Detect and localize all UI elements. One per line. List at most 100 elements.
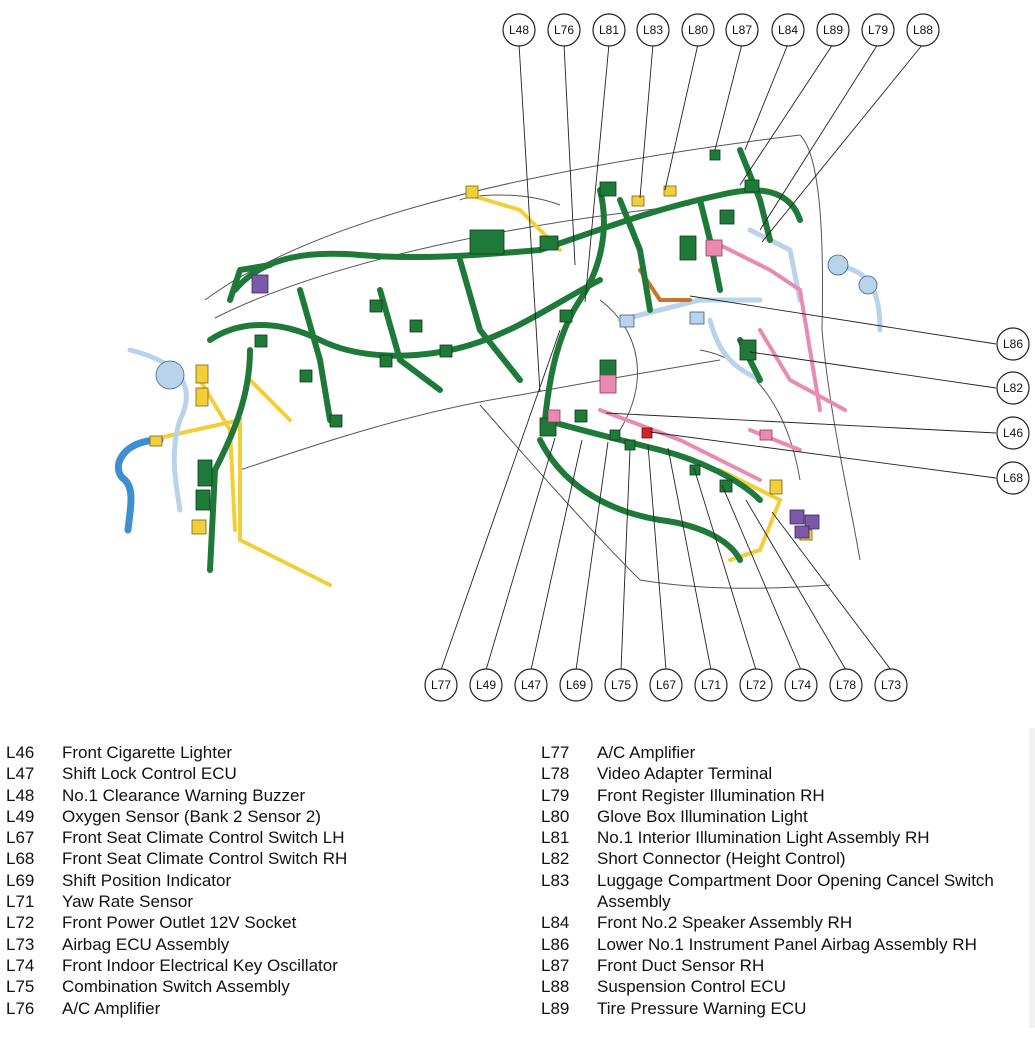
callout-L47: L47 xyxy=(514,668,548,702)
legend-desc: Front Cigarette Lighter xyxy=(62,743,233,762)
pink-harness xyxy=(598,238,847,482)
svg-text:L79: L79 xyxy=(868,23,888,37)
legend-desc: Luggage Compartment Door Opening Cancel … xyxy=(597,870,994,912)
callout-L81: L81 xyxy=(592,13,626,47)
legend-code: L48 xyxy=(6,785,35,805)
svg-text:L49: L49 xyxy=(476,678,496,692)
legend-desc: Front No.2 Speaker Assembly RH xyxy=(597,913,853,933)
callout-L83: L83 xyxy=(636,13,670,47)
legend-code: L83 xyxy=(541,870,570,890)
legend-desc: Front Duct Sensor RH xyxy=(597,955,765,975)
legend-code: L73 xyxy=(6,934,35,954)
legend-row: L83 Luggage Compartment Door Opening Canc… xyxy=(541,870,1031,913)
svg-text:L81: L81 xyxy=(599,23,619,37)
svg-text:L77: L77 xyxy=(431,678,451,692)
legend-row: L89 Tire Pressure Warning ECU xyxy=(541,998,1031,1019)
legend-code: L80 xyxy=(541,806,570,826)
svg-text:L73: L73 xyxy=(881,678,901,692)
legend-code: L74 xyxy=(6,955,35,975)
svg-text:L47: L47 xyxy=(521,678,541,692)
connectors-light-blue xyxy=(155,254,878,390)
legend-code: L78 xyxy=(541,764,570,784)
callout-L74: L74 xyxy=(784,668,818,702)
callout-L67: L67 xyxy=(649,668,683,702)
legend-desc: A/C Amplifier xyxy=(597,743,696,762)
svg-text:L48: L48 xyxy=(509,23,529,37)
legend-code: L72 xyxy=(6,913,35,933)
legend-code: L84 xyxy=(541,913,570,933)
callout-L76: L76 xyxy=(547,13,581,47)
callout-L48: L48 xyxy=(502,13,536,47)
connectors-purple xyxy=(251,274,820,539)
svg-text:L82: L82 xyxy=(1003,381,1023,395)
legend-desc: Yaw Rate Sensor xyxy=(62,892,194,912)
callout-L86: L86 xyxy=(996,327,1030,361)
svg-text:L78: L78 xyxy=(836,678,856,692)
svg-text:L88: L88 xyxy=(913,23,933,37)
svg-text:L72: L72 xyxy=(746,678,766,692)
connectors-red xyxy=(641,427,653,439)
legend-desc: Tire Pressure Warning ECU xyxy=(597,998,807,1018)
legend-desc: No.1 Clearance Warning Buzzer xyxy=(62,785,306,805)
legend-row: L73 Airbag ECU Assembly xyxy=(6,934,476,955)
legend-code: L47 xyxy=(6,764,35,784)
svg-text:L80: L80 xyxy=(688,23,708,37)
svg-text:L84: L84 xyxy=(778,23,798,37)
legend-code: L89 xyxy=(541,998,570,1018)
svg-text:L71: L71 xyxy=(701,678,721,692)
callout-L71: L71 xyxy=(694,668,728,702)
svg-text:L74: L74 xyxy=(791,678,811,692)
legend-desc: Suspension Control ECU xyxy=(597,977,786,997)
callout-L80: L80 xyxy=(681,13,715,47)
svg-text:L76: L76 xyxy=(554,23,574,37)
callout-L84: L84 xyxy=(771,13,805,47)
callout-L72: L72 xyxy=(739,668,773,702)
legend-desc: Lower No.1 Instrument Panel Airbag Assem… xyxy=(597,934,977,954)
legend-desc: Oxygen Sensor (Bank 2 Sensor 2) xyxy=(62,806,321,826)
legend-desc: A/C Amplifier xyxy=(62,998,161,1018)
legend-row: L81 No.1 Interior Illumination Light Asse… xyxy=(541,827,1031,848)
bottom-callouts: L77 L49 L47 L69 L75 L67 L71 L72 L74 L78 … xyxy=(424,668,908,702)
legend-code: L69 xyxy=(6,870,35,890)
callout-L73: L73 xyxy=(874,668,908,702)
legend-desc: No.1 Interior Illumination Light Assembl… xyxy=(597,828,930,848)
callout-L87: L87 xyxy=(725,13,759,47)
legend-code: L79 xyxy=(541,785,570,805)
legend-row: L69 Shift Position Indicator xyxy=(6,870,476,891)
legend-code: L68 xyxy=(6,849,35,869)
legend-row: L68 Front Seat Climate Control Switch RH xyxy=(6,848,476,869)
svg-text:L87: L87 xyxy=(732,23,752,37)
callout-L68: L68 xyxy=(996,461,1030,495)
legend-desc: Airbag ECU Assembly xyxy=(62,934,230,954)
legend-desc: Front Register Illumination RH xyxy=(597,785,825,805)
legend-row: L48 No.1 Clearance Warning Buzzer xyxy=(6,785,476,806)
legend-row: L77 A/C Amplifier xyxy=(541,742,1031,763)
legend-desc: Shift Position Indicator xyxy=(62,870,232,890)
connectors-pink xyxy=(547,239,773,441)
callout-L82: L82 xyxy=(996,371,1030,405)
page-edge-shading xyxy=(1029,728,1035,1028)
legend-row: L79 Front Register Illumination RH xyxy=(541,785,1031,806)
leader-lines xyxy=(440,43,997,671)
legend-desc: Video Adapter Terminal xyxy=(597,764,773,784)
legend-desc: Front Seat Climate Control Switch RH xyxy=(62,849,348,869)
legend-code: L82 xyxy=(541,849,570,869)
callout-L79: L79 xyxy=(861,13,895,47)
callout-L69: L69 xyxy=(559,668,593,702)
legend-code: L77 xyxy=(541,743,570,762)
legend-desc: Front Seat Climate Control Switch LH xyxy=(62,828,345,848)
top-callouts: L48 L76 L81 L83 L80 L87 L84 L89 L79 L88 xyxy=(502,13,940,47)
legend-code: L81 xyxy=(541,828,570,848)
